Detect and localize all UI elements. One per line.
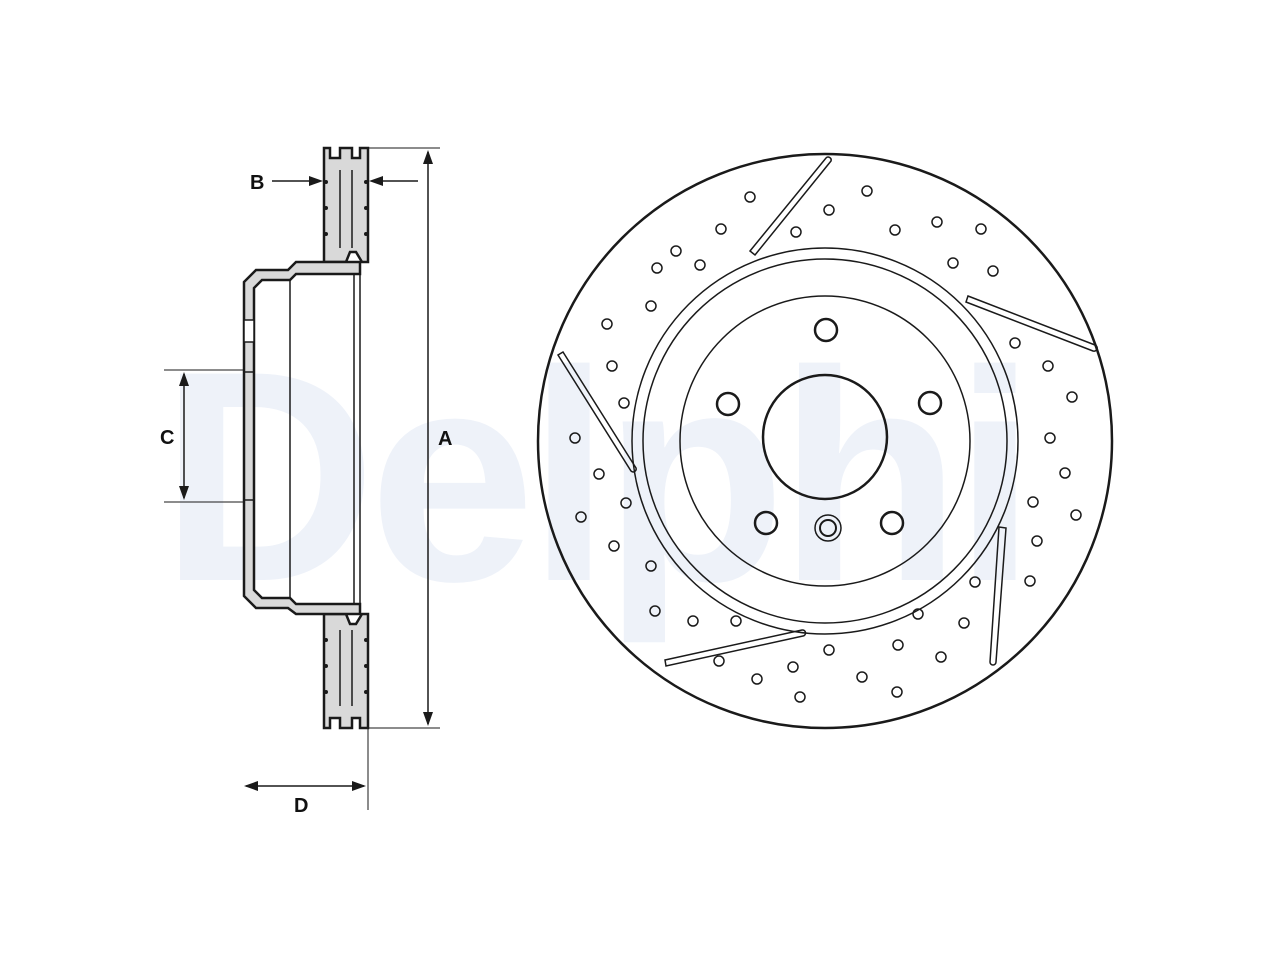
dimension-b: B [250, 172, 418, 194]
bolt-hole [813, 317, 839, 343]
friction-ring-top [322, 146, 370, 264]
center-bore [761, 373, 889, 501]
dimension-c: C [160, 369, 244, 503]
dimension-a: A [368, 147, 452, 729]
locating-hole [814, 514, 842, 542]
dimension-d: D [244, 614, 369, 817]
dimension-b-label: B [250, 172, 264, 194]
disc-outer-edge [536, 152, 1114, 730]
side-view [242, 146, 370, 730]
drilled-holes [569, 185, 1082, 703]
bolt-hole [753, 510, 779, 536]
bolt-hole [715, 391, 741, 417]
delphi-watermark: Delphi [160, 308, 1029, 646]
dimension-d-label: D [294, 795, 308, 817]
dimension-c-label: C [160, 427, 174, 449]
dimension-a-label: A [438, 428, 452, 450]
front-view [536, 152, 1114, 730]
hat-outer-edge [642, 258, 1008, 624]
friction-ring-bottom [322, 612, 370, 730]
hat-inner-edge [679, 295, 971, 587]
friction-inner-edge [631, 247, 1019, 635]
slots [556, 156, 1098, 667]
bolt-hole [879, 510, 905, 536]
bolt-hole [917, 390, 943, 416]
